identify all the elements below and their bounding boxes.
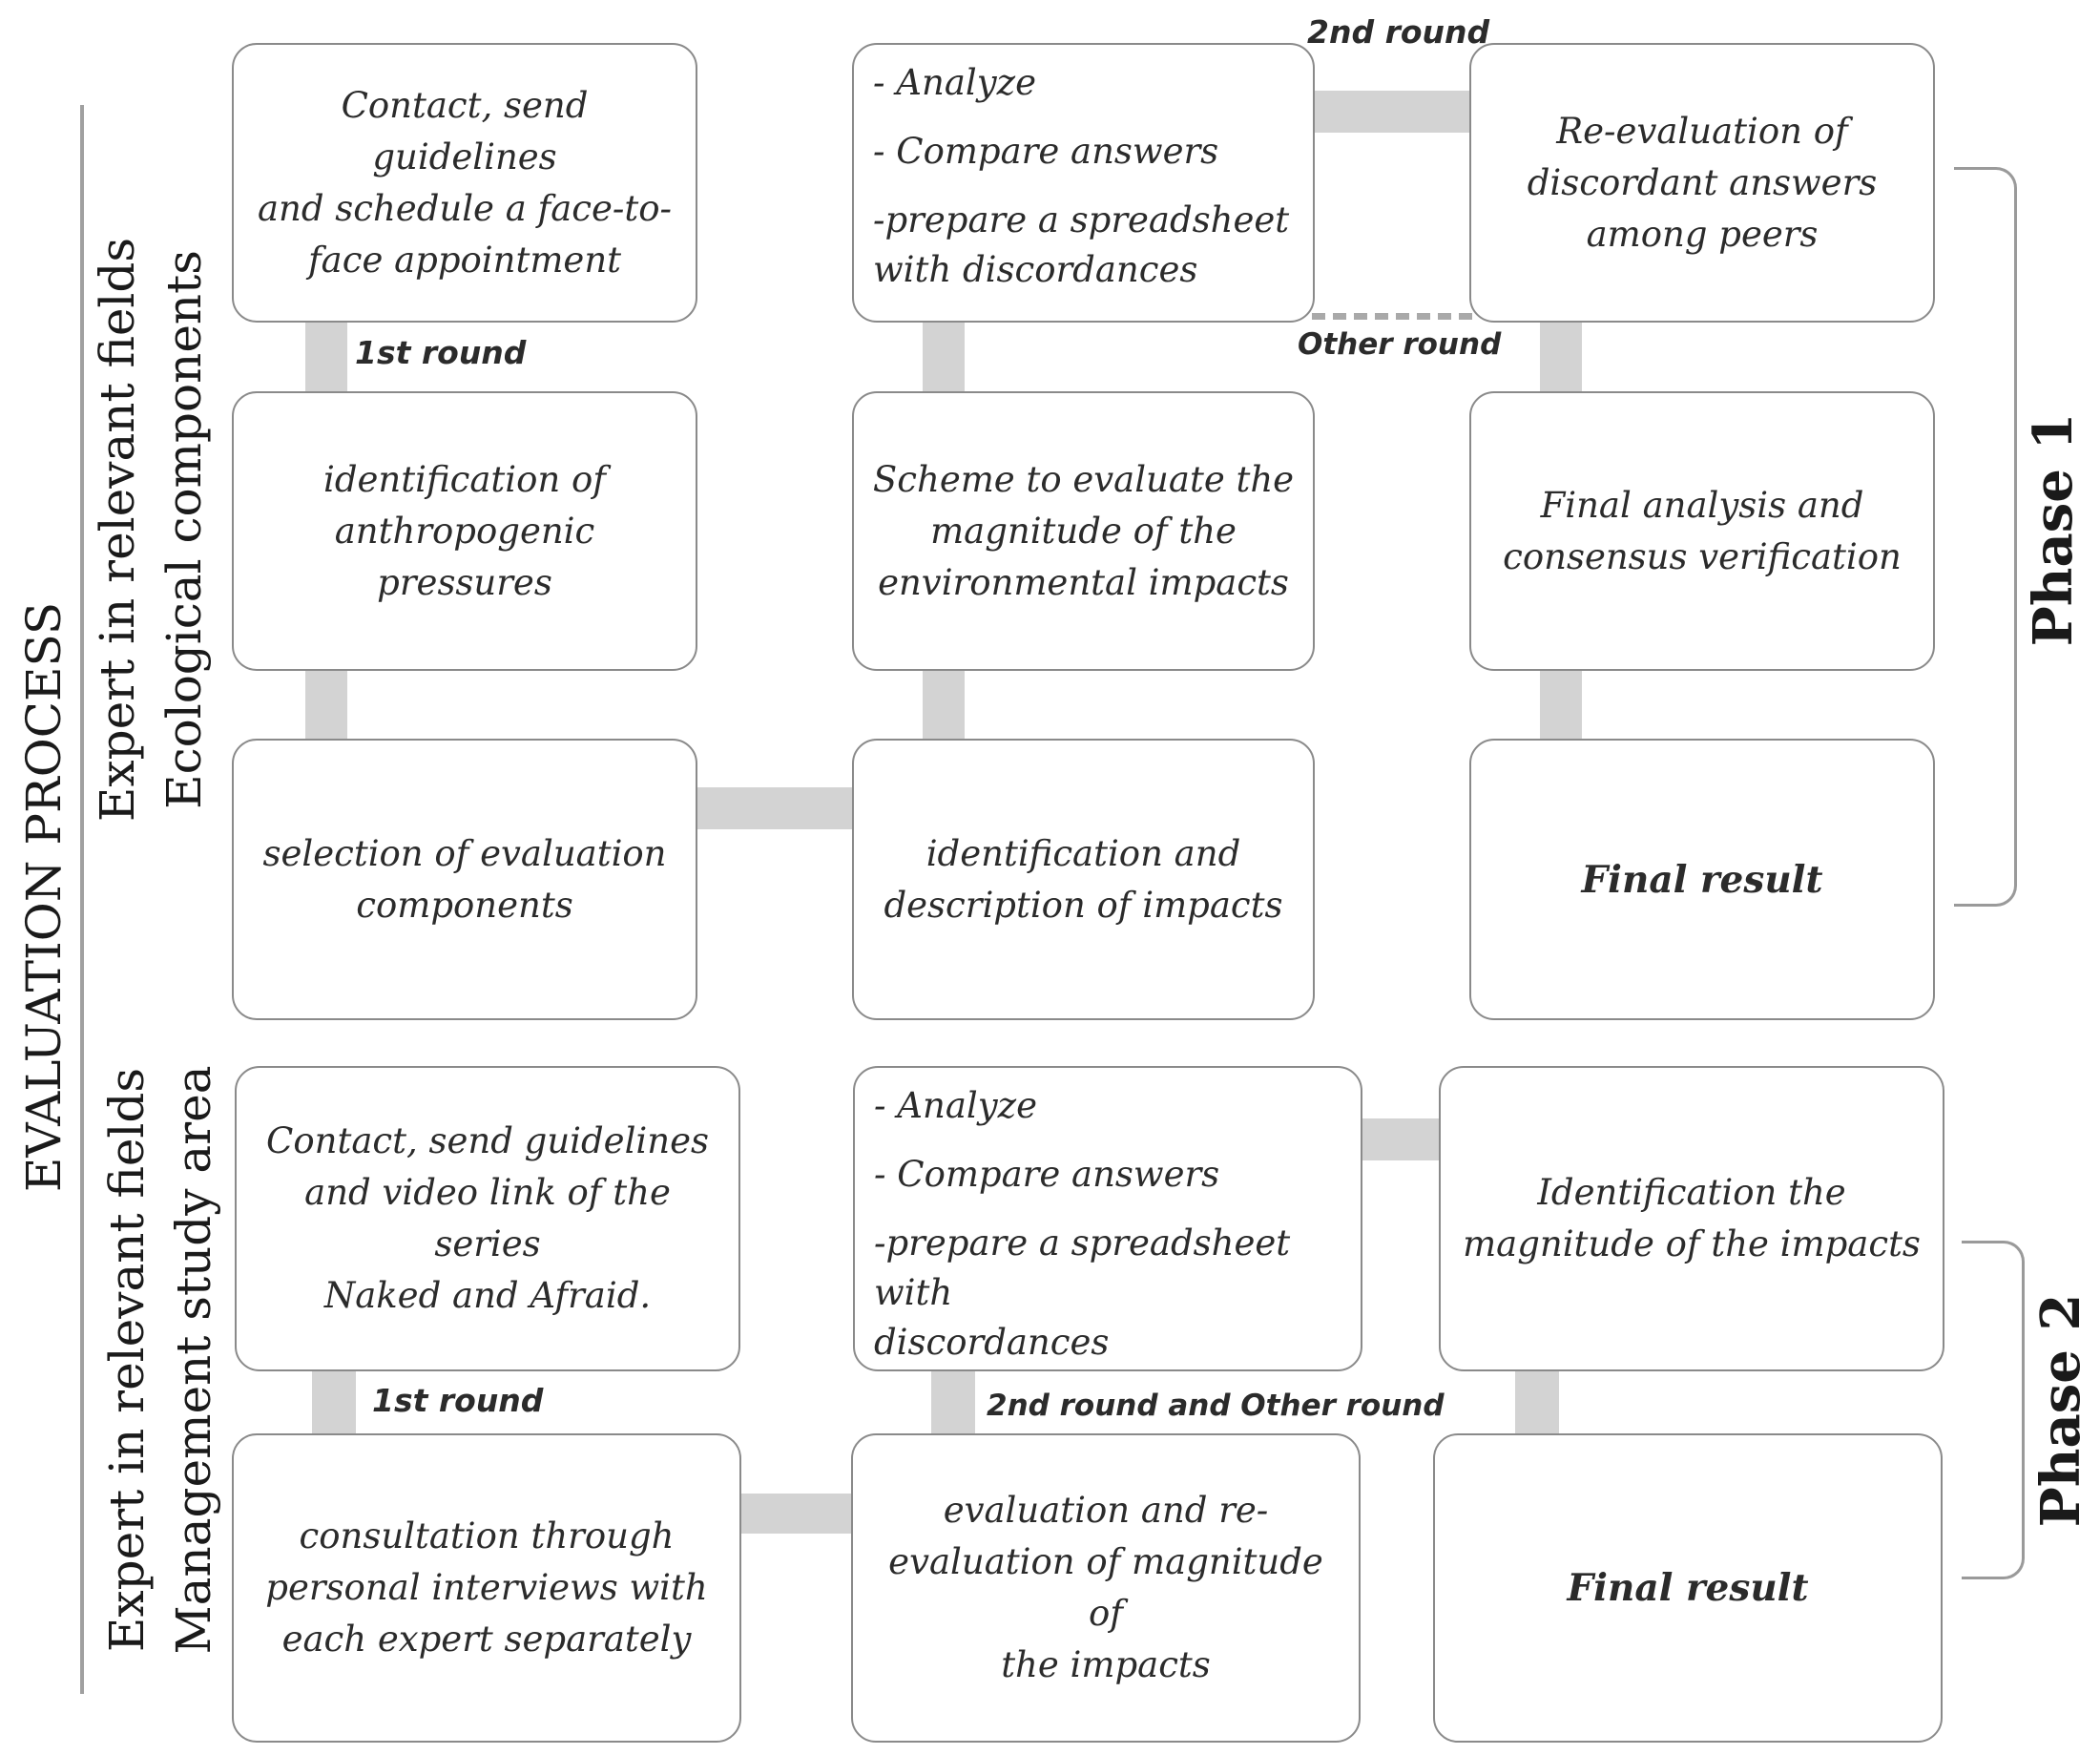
p2-connector-evaluation-analyze [931,1368,975,1435]
left-divider-line [80,105,84,1694]
p2-spreadsheet-item: -prepare a spreadsheet with discordances [874,1222,1291,1363]
p2-evaluation-box: evaluation and re- evaluation of magnitu… [851,1433,1361,1743]
p1-reevaluation-box: Re-evaluation of discordant answers amon… [1469,43,1935,323]
phase2-bracket [1962,1241,2025,1579]
p1-connector-contact-anthropogenic [305,321,347,393]
p2-connector-identification-result [1515,1368,1559,1435]
phase1-label: Phase 1 [2022,412,2085,647]
p2-connector-consultation-evaluation [738,1494,853,1534]
p1-spreadsheet-item: -prepare a spreadsheet with discordances [873,199,1290,290]
p2-compare-item: - Compare answers [874,1154,1220,1195]
phase1-bracket [1954,167,2017,907]
p2-rounds-label: 2nd round and Other round [987,1389,1445,1423]
p2-connector-contact-consultation [312,1368,356,1435]
phase2-side-labels: Expert in relevant fields Management stu… [94,1065,227,1654]
phase1-side-label-experts: Expert in relevant fields [90,237,145,823]
p1-compare-item: - Compare answers [873,131,1219,172]
p2-analyze-box: - Analyze - Compare answers -prepare a s… [853,1066,1362,1371]
p1-connector-impacts-scheme [923,668,965,741]
p2-final-result-box: Final result [1433,1433,1943,1743]
p1-analyze-box: - Analyze - Compare answers -prepare a s… [852,43,1315,323]
p1-dashed-connector-other-round [1312,313,1472,320]
p1-second-round-label: 2nd round [1307,13,1490,51]
p1-connector-reevaluation-final-analysis [1540,321,1582,393]
p2-contact-box: Contact, send guidelines and video link … [235,1066,740,1371]
p1-connector-final-analysis-result [1540,668,1582,741]
phase2-side-label-area: Management study area [166,1065,221,1655]
p1-final-result-box: Final result [1469,739,1935,1020]
p1-connector-scheme-analyze [923,321,965,393]
phase1-side-label-components: Ecological components [156,250,212,809]
p1-first-round-label: 1st round [355,334,527,371]
p1-connector-analyze-reevaluation [1312,91,1472,133]
p2-connector-analyze-identification [1360,1118,1442,1160]
p1-connector-anthropogenic-selection [305,668,347,741]
p2-consultation-box: consultation through personal interviews… [232,1433,741,1743]
p1-analyze-item: - Analyze [873,62,1036,103]
phase1-side-labels: Expert in relevant fields Ecological com… [84,238,218,822]
p1-selection-box: selection of evaluation components [232,739,697,1020]
p2-identification-box: Identification the magnitude of the impa… [1439,1066,1944,1371]
p1-anthropogenic-box: identification of anthropogenic pressure… [232,391,697,671]
p1-scheme-box: Scheme to evaluate the magnitude of the … [852,391,1315,671]
p1-other-round-label: Other round [1298,327,1502,362]
phase2-label: Phase 2 [2029,1293,2092,1528]
p2-first-round-label: 1st round [372,1382,544,1419]
phase2-side-label-experts: Expert in relevant fields [99,1067,155,1653]
p1-contact-box: Contact, send guidelines and schedule a … [232,43,697,323]
p1-final-analysis-box: Final analysis and consensus verificatio… [1469,391,1935,671]
p2-analyze-item: - Analyze [874,1085,1037,1126]
p1-connector-selection-impacts [695,787,855,829]
p1-impacts-box: identification and description of impact… [852,739,1315,1020]
side-title: EVALUATION PROCESS [16,601,72,1193]
